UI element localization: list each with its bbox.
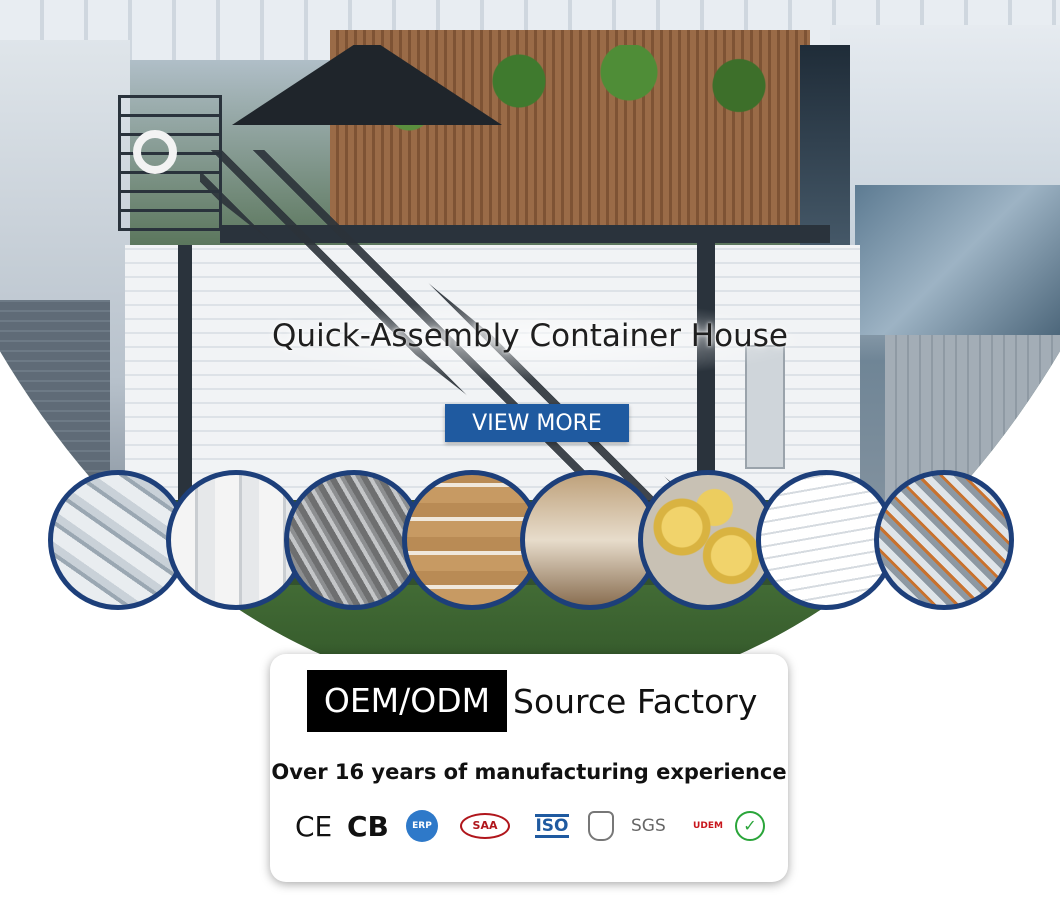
lifebuoy-icon — [133, 130, 177, 174]
certification-logos: CE CB ERP SAA ISO SGS UDEM ✓ — [295, 804, 765, 848]
view-more-button[interactable]: VIEW MORE — [445, 404, 629, 442]
factory-info-card: OEM/ODM Source Factory Over 16 years of … — [270, 654, 788, 882]
packed-materials-image[interactable] — [402, 470, 542, 610]
right-glass — [855, 185, 1060, 335]
udem-icon: UDEM — [693, 821, 723, 831]
metal-mesh-image[interactable] — [284, 470, 424, 610]
iso-icon: ISO — [535, 814, 569, 838]
experience-text: Over 16 years of manufacturing experienc… — [271, 760, 787, 784]
source-factory-label: Source Factory — [513, 682, 758, 721]
sgs-icon: SGS — [631, 816, 666, 836]
bureau-veritas-icon — [588, 804, 614, 848]
insulation-rolls-image[interactable] — [638, 470, 778, 610]
hero-title: Quick-Assembly Container House — [272, 318, 788, 354]
hardware-fittings-image[interactable] — [874, 470, 1014, 610]
oem-odm-badge: OEM/ODM — [307, 670, 507, 732]
ce-icon: CE — [295, 809, 333, 843]
saa-icon: SAA — [460, 804, 510, 848]
rohs-icon: ✓ — [735, 804, 765, 848]
product-circles — [48, 470, 1014, 620]
cb-icon: CB — [347, 809, 389, 843]
title-glow — [255, 300, 815, 380]
erp-icon: ERP — [405, 804, 439, 848]
